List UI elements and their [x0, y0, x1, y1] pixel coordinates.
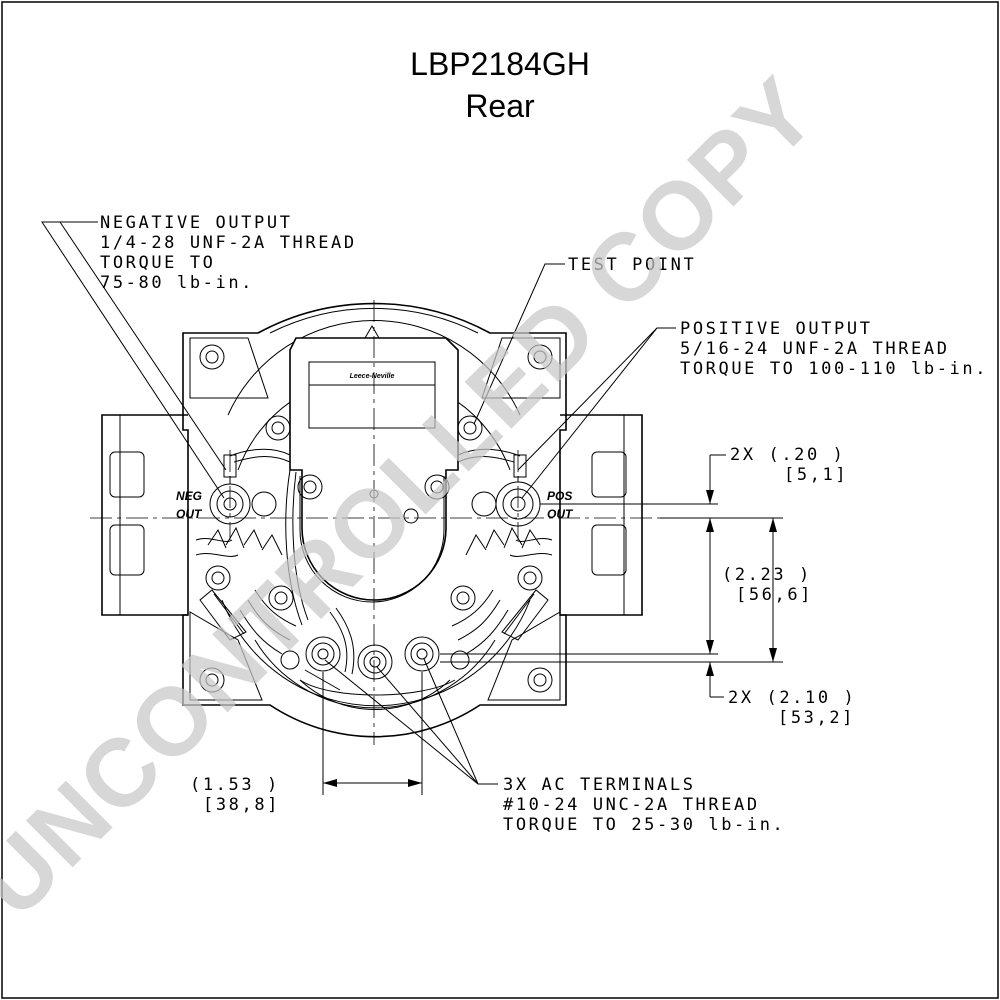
ac-terminal-leader-3 — [423, 658, 479, 785]
callout-line: 5/16-24 UNF-2A THREAD — [680, 339, 950, 359]
dimension-vertical: (2.23 ) [56,6] — [722, 565, 813, 605]
drawing-title: LBP2184GH — [410, 46, 590, 82]
diode-screw-3 — [450, 585, 476, 611]
ac-terminal-1 — [305, 636, 341, 672]
housing-outline — [182, 302, 567, 738]
mount-bolt-top-right — [527, 344, 553, 370]
dimension-mm: [56,6] — [736, 585, 813, 605]
regulator-screw-left — [297, 474, 323, 500]
negative-output-leader — [41, 221, 225, 499]
alternator-body — [101, 302, 643, 738]
callout-line: 1/4-28 UNF-2A THREAD — [100, 233, 357, 253]
ac-terminal-3 — [404, 636, 440, 672]
mount-bolt-bottom-right — [527, 667, 553, 693]
regulator-label-plate — [308, 361, 436, 429]
mount-bolt-bottom-left — [199, 667, 225, 693]
callout-line: TORQUE TO — [100, 253, 216, 273]
callout-line: 75-80 lb-in. — [100, 273, 254, 293]
left-mounting-ear — [101, 414, 188, 616]
dimension-mm: [5,1] — [784, 465, 848, 485]
rectifier-fins-right — [451, 526, 553, 655]
test-point-callout: TEST POINT — [568, 255, 696, 275]
dimension-ac-offset: 2X (2.10 ) [53,2] — [728, 688, 856, 728]
neg-label-line2: OUT — [176, 507, 203, 521]
diode-screw-4 — [517, 565, 543, 591]
pos-label-line1: POS — [547, 489, 572, 503]
dimension-mm: [38,8] — [203, 795, 280, 815]
ac-terminal-leader-1 — [324, 659, 479, 785]
callout-line: 3X AC TERMINALS — [503, 775, 696, 795]
callout-line: TORQUE TO 25-30 lb-in. — [503, 815, 785, 835]
dimension-inch: (2.23 ) — [722, 565, 812, 585]
voltage-regulator: Leece-Neville — [265, 325, 483, 603]
diode-screw-2 — [268, 585, 294, 611]
ac-terminal-leader-2 — [376, 666, 479, 785]
dimension-inch: (1.53 ) — [190, 775, 280, 795]
ac-terminal-2 — [357, 644, 393, 680]
dimension-mm: [53,2] — [778, 708, 855, 728]
rectifier-fins-left — [195, 526, 297, 655]
test-point-leader — [473, 263, 565, 425]
callout-line: TEST POINT — [568, 255, 696, 275]
callout-line: TORQUE TO 100-110 lb-in. — [680, 359, 988, 379]
callout-line: #10-24 UNC-2A THREAD — [503, 795, 760, 815]
callout-line: POSITIVE OUTPUT — [680, 319, 873, 339]
regulator-screw-right — [424, 474, 450, 500]
test-point-terminal — [457, 415, 483, 441]
negative-output-callout: NEGATIVE OUTPUT 1/4-28 UNF-2A THREAD TOR… — [100, 213, 357, 293]
neg-label-line1: NEG — [176, 489, 202, 503]
right-mounting-ear — [560, 414, 643, 616]
diode-screw-5 — [280, 650, 300, 670]
dimension-inch: 2X (2.10 ) — [728, 688, 856, 708]
diode-screw-1 — [205, 565, 231, 591]
negative-terminal-nut — [251, 491, 277, 517]
dimension-inch: 2X (.20 ) — [730, 445, 846, 465]
ac-terminals-callout: 3X AC TERMINALS #10-24 UNC-2A THREAD TOR… — [503, 775, 785, 835]
mount-bolt-top-left — [199, 344, 225, 370]
callout-line: NEGATIVE OUTPUT — [100, 213, 293, 233]
dimension-ac-spacing: (1.53 ) [38,8] — [190, 775, 280, 815]
regulator-logo: Leece-Neville — [350, 373, 395, 380]
diode-screw-6 — [450, 650, 470, 670]
pos-label-line2: OUT — [547, 507, 574, 521]
drawing-subtitle: Rear — [465, 88, 535, 124]
positive-output-callout: POSITIVE OUTPUT 5/16-24 UNF-2A THREAD TO… — [680, 319, 988, 379]
positive-terminal-nut — [471, 491, 497, 517]
dimension-pos-offset: 2X (.20 ) [5,1] — [730, 445, 848, 485]
